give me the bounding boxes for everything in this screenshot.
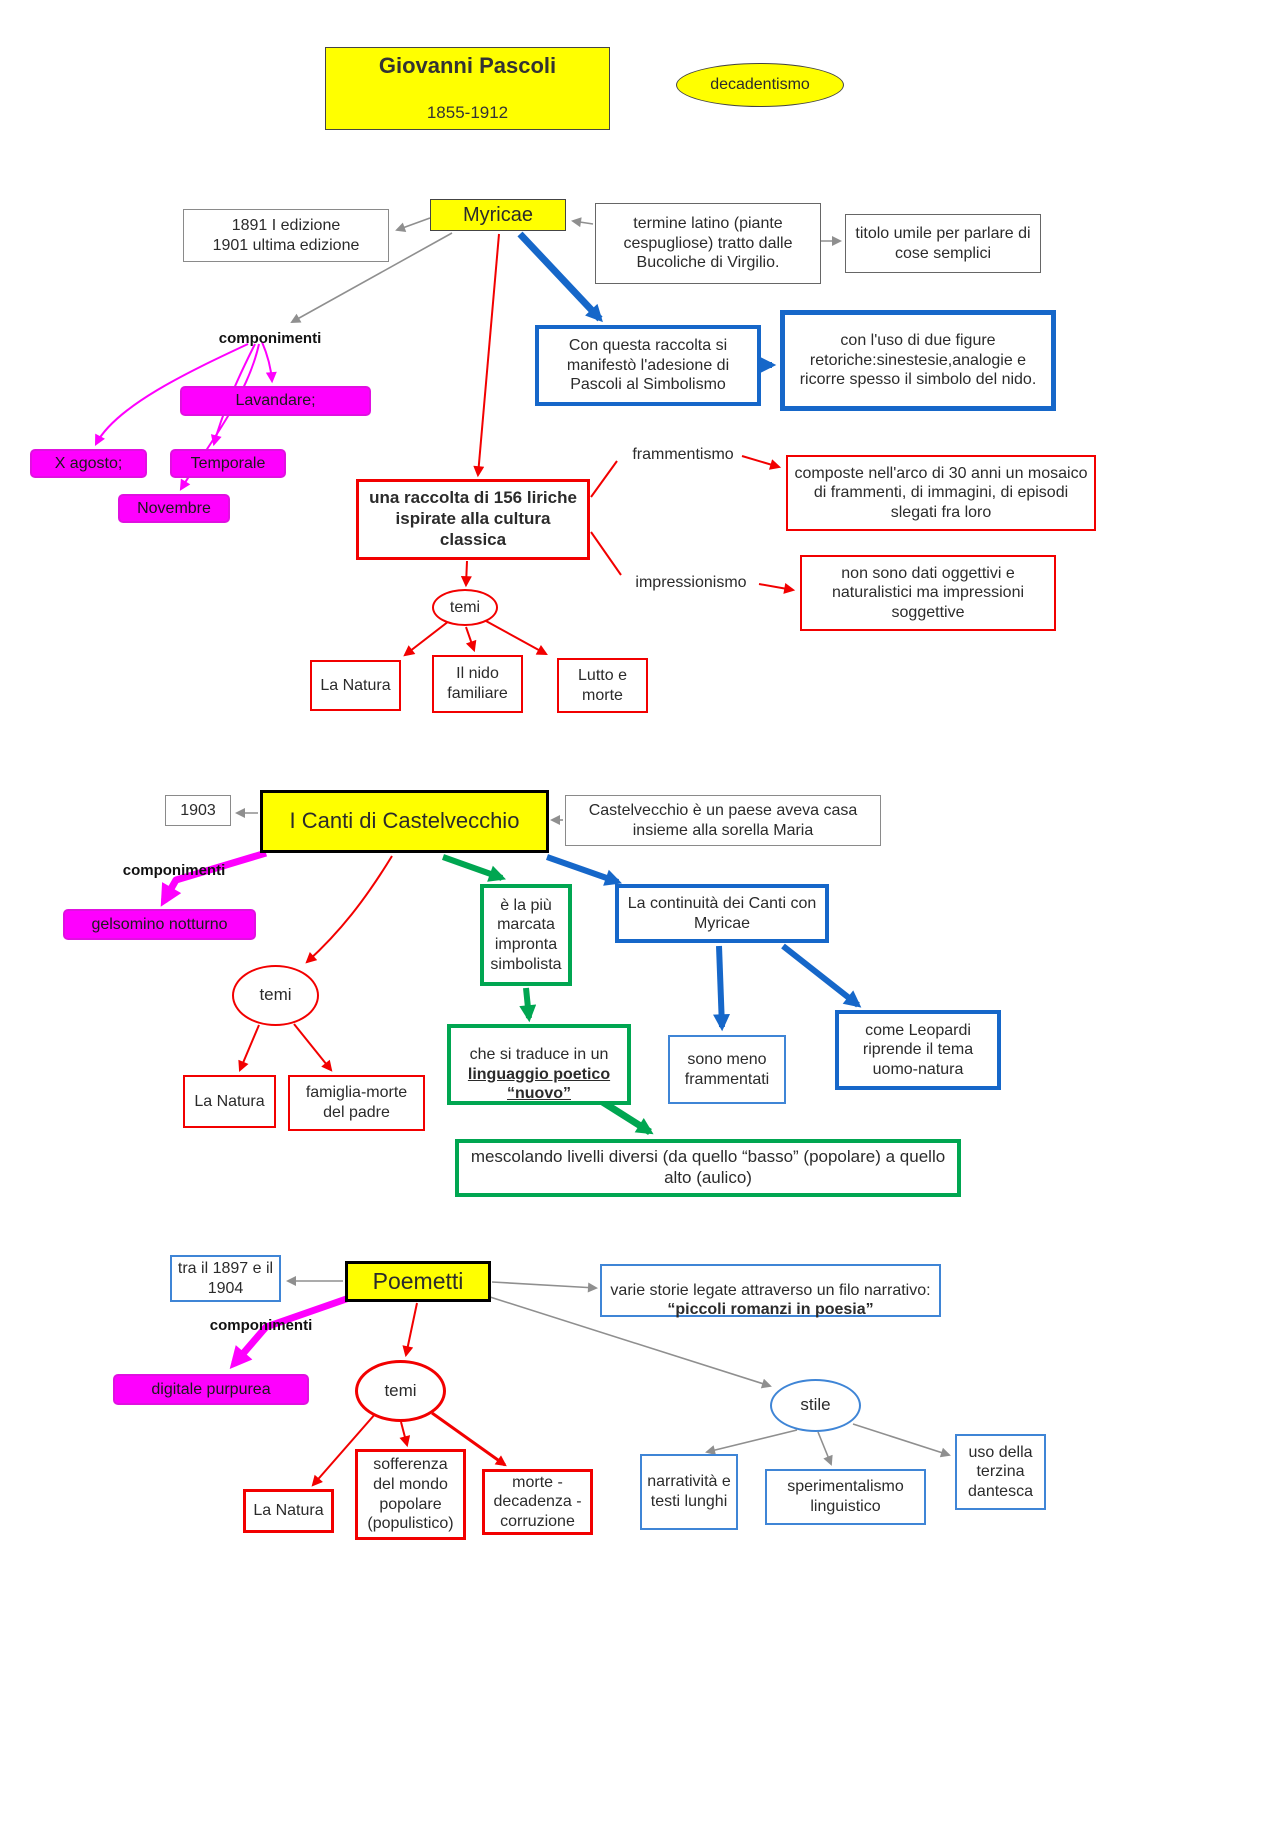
componimenti-label-myricae: componimenti xyxy=(218,329,322,347)
componimento-temporale: Temporale xyxy=(170,449,286,478)
mescolando-box: mescolando livelli diversi (da quello “b… xyxy=(455,1139,961,1197)
arrow-myricae-to-raccolta xyxy=(473,233,500,478)
arrow-componimenti-to-xagosto xyxy=(94,343,249,446)
arrow-myricae-to-componimenti xyxy=(290,232,453,323)
canti-castelvecchio-node: I Canti di Castelvecchio xyxy=(260,790,549,853)
poemetti-node: Poemetti xyxy=(345,1261,491,1302)
arrow-canti-to-simbolista xyxy=(441,854,507,882)
raccolta-box: una raccolta di 156 liriche ispirate all… xyxy=(356,479,590,560)
tema-famiglia-morte-padre: famiglia-morte del padre xyxy=(288,1075,425,1131)
page-title: Giovanni Pascoli xyxy=(378,52,557,78)
line-raccolta-to-frammentismo xyxy=(590,460,618,498)
storie-prefix-text: varie storie legate attraverso un filo n… xyxy=(610,1281,931,1299)
arrow-linguaggio-to-mescolando xyxy=(599,1098,654,1135)
arrow-temi2-to-natura xyxy=(238,1024,260,1073)
arrow-simbolista-to-linguaggio xyxy=(519,987,537,1023)
tema-natura-myricae: La Natura xyxy=(310,660,401,711)
canti-year-box: 1903 xyxy=(165,795,231,826)
arrow-canti-to-temi2 xyxy=(305,855,393,964)
temi-ellipse-canti: temi xyxy=(232,965,319,1026)
arrow-temi3-to-morte xyxy=(431,1411,507,1467)
componimento-digitale-purpurea: digitale purpurea xyxy=(113,1374,309,1405)
componimento-gelsomino: gelsomino notturno xyxy=(63,909,256,940)
storie-bold-text: “piccoli romanzi in poesia” xyxy=(667,1301,874,1319)
stile-terzina-box: uso della terzina dantesca xyxy=(955,1434,1046,1510)
arrow-temi1-to-natura xyxy=(403,620,450,657)
stile-sperimentalismo-box: sperimentalismo linguistico xyxy=(765,1469,926,1525)
linguaggio-poetico-box: che si traduce in un linguaggio poetico … xyxy=(447,1024,631,1105)
title-years: 1855-1912 xyxy=(426,103,509,123)
componimento-x-agosto: X agosto; xyxy=(30,449,147,478)
simbolismo-box: Con questa raccolta si manifestò l'adesi… xyxy=(535,325,761,406)
arrow-continuita-to-frammentati xyxy=(713,945,731,1032)
temi-ellipse-myricae: temi xyxy=(432,589,498,626)
tema-natura-canti: La Natura xyxy=(183,1075,276,1128)
arrow-poemetti-to-stile xyxy=(489,1296,772,1389)
meno-frammentati-box: sono meno frammentati xyxy=(668,1035,786,1104)
myricae-humble-title-box: titolo umile per parlare di cose semplic… xyxy=(845,214,1041,273)
componimenti-label-poemetti: componimenti xyxy=(209,1316,313,1334)
componimento-novembre: Novembre xyxy=(118,494,230,523)
arrow-poemetti-to-temi3 xyxy=(402,1302,418,1358)
poemetti-periodo-box: tra il 1897 e il 1904 xyxy=(170,1255,281,1302)
arrow-continuita-to-leopardi xyxy=(781,943,862,1008)
arrow-poemetti-to-digitale xyxy=(229,1293,354,1369)
arrow-stile-to-narrativita xyxy=(705,1429,798,1455)
stile-narrativita-box: narratività e testi lunghi xyxy=(640,1454,738,1530)
arrow-canti-to-gelsomino xyxy=(160,849,268,907)
figure-retoriche-box: con l'uso di due figure retoriche:sinest… xyxy=(780,310,1056,411)
arrow-myricae-to-editions xyxy=(395,217,431,232)
line-raccolta-to-impressionismo xyxy=(590,531,622,576)
arrow-temi3-to-sofferenza xyxy=(399,1421,411,1448)
arrow-impressionismo-to-box xyxy=(758,583,796,594)
myricae-editions-box: 1891 I edizione 1901 ultima edizione xyxy=(183,209,389,262)
arrow-raccolta-to-temi xyxy=(460,560,472,588)
tema-lutto-morte: Lutto e morte xyxy=(557,658,648,713)
impressionismo-label: impressionismo xyxy=(635,574,747,592)
tema-natura-poemetti: La Natura xyxy=(243,1489,334,1533)
arrow-temi2-to-famiglia xyxy=(293,1023,333,1072)
arrow-stile-to-terzina xyxy=(852,1423,951,1458)
impressionismo-box: non sono dati oggettivi e naturalistici … xyxy=(800,555,1056,631)
componimento-lavandare: Lavandare; xyxy=(180,386,371,416)
temi-ellipse-poemetti: temi xyxy=(355,1360,446,1422)
arrow-stile-to-sperimentalismo xyxy=(817,1431,833,1466)
arrow-frammentismo-to-composte xyxy=(741,455,782,470)
tema-sofferenza-popolare: sofferenza del mondo popolare (populisti… xyxy=(355,1449,466,1540)
decadentismo-node: decadentismo xyxy=(676,63,844,107)
impronta-simbolista-box: è la più marcata impronta simbolista xyxy=(480,884,572,986)
frammentismo-label: frammentismo xyxy=(632,446,734,464)
arrow-myricae-to-simbolismo xyxy=(517,231,603,323)
arrow-latin-to-myricae xyxy=(571,217,594,228)
linguaggio-bold-text: linguaggio poetico “nuovo” xyxy=(467,1065,611,1103)
tema-nido-familiare: Il nido familiare xyxy=(432,655,523,713)
myricae-node: Myricae xyxy=(430,199,566,231)
title-box: Giovanni Pascoli 1855-1912 xyxy=(325,47,610,130)
stile-ellipse: stile xyxy=(770,1379,861,1432)
tema-morte-decadenza: morte - decadenza - corruzione xyxy=(482,1469,593,1535)
arrow-canti-to-continuita xyxy=(546,854,623,886)
leopardi-box: come Leopardi riprende il tema uomo-natu… xyxy=(835,1010,1001,1090)
componimenti-label-canti: componimenti xyxy=(122,861,226,879)
arrow-temi3-to-natura xyxy=(311,1412,377,1487)
frammentismo-box: composte nell'arco di 30 anni un mosaico… xyxy=(786,455,1096,531)
arrow-temi1-to-nido xyxy=(465,626,477,653)
arrow-componimenti-to-lavandare xyxy=(261,341,277,384)
arrow-poemetti-to-varie xyxy=(491,1281,598,1293)
arrow-temi1-to-lutto xyxy=(485,620,548,656)
continuita-box: La continuità dei Canti con Myricae xyxy=(615,884,829,943)
linguaggio-prefix-text: che si traduce in un xyxy=(469,1045,609,1063)
poemetti-storie-box: varie storie legate attraverso un filo n… xyxy=(600,1264,941,1319)
castelvecchio-paese-box: Castelvecchio è un paese aveva casa insi… xyxy=(565,795,881,846)
myricae-latin-term-box: termine latino (piante cespugliose) trat… xyxy=(595,203,821,284)
